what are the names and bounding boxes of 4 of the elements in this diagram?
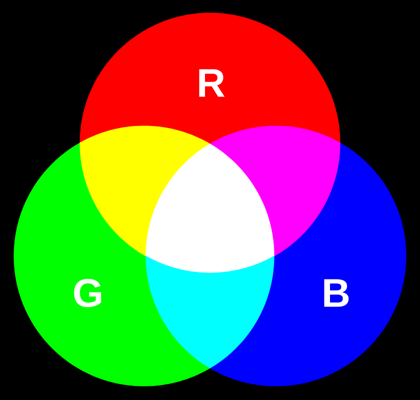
overlap-region bbox=[80, 126, 210, 256]
center-region bbox=[146, 144, 274, 274]
overlap-region bbox=[210, 126, 340, 256]
overlap-region bbox=[146, 256, 274, 368]
